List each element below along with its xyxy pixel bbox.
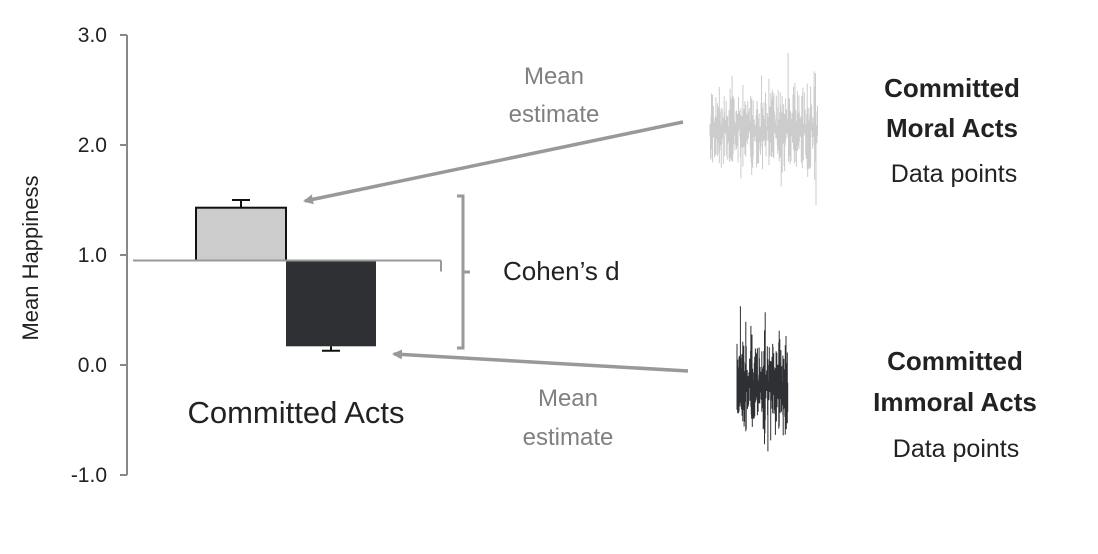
data-points-trace [736, 306, 789, 452]
bar-immoral [286, 260, 376, 347]
data-points-trace [709, 52, 818, 206]
moral-subtitle: Data points [891, 160, 1017, 188]
immoral-data-points-graphic [736, 306, 789, 452]
mean-estimate-lower-line1: Mean [538, 385, 598, 412]
mean-arrow-moral [303, 120, 684, 205]
effect-size-bracket [457, 194, 470, 350]
y-tick-label: -1.0 [71, 464, 107, 487]
y-tick-label: 2.0 [78, 134, 107, 157]
moral-title-line1: Committed [884, 73, 1020, 103]
bar-moral [195, 206, 287, 262]
immoral-subtitle: Data points [893, 435, 1019, 463]
immoral-title-line1: Committed [887, 346, 1023, 376]
bars [133, 199, 442, 352]
y-axis-label: Mean Happiness [18, 175, 43, 340]
moral-title-line2: Moral Acts [886, 113, 1018, 143]
mean-estimate-upper-line2: estimate [509, 101, 600, 128]
y-tick-label: 1.0 [78, 244, 107, 267]
y-axis: 3.0 2.0 1.0 0.0 -1.0 [71, 24, 128, 487]
mean-estimate-lower-line2: estimate [523, 424, 614, 451]
immoral-title-line2: Immoral Acts [873, 387, 1037, 417]
moral-data-points-graphic [709, 52, 818, 206]
y-tick-label: 0.0 [78, 354, 107, 377]
effect-size-label: Cohen’s d [503, 256, 620, 286]
category-label: Committed Acts [187, 395, 404, 430]
mean-estimate-upper-line1: Mean [524, 63, 584, 90]
y-tick-label: 3.0 [78, 24, 107, 47]
mean-arrow-immoral [392, 349, 689, 373]
